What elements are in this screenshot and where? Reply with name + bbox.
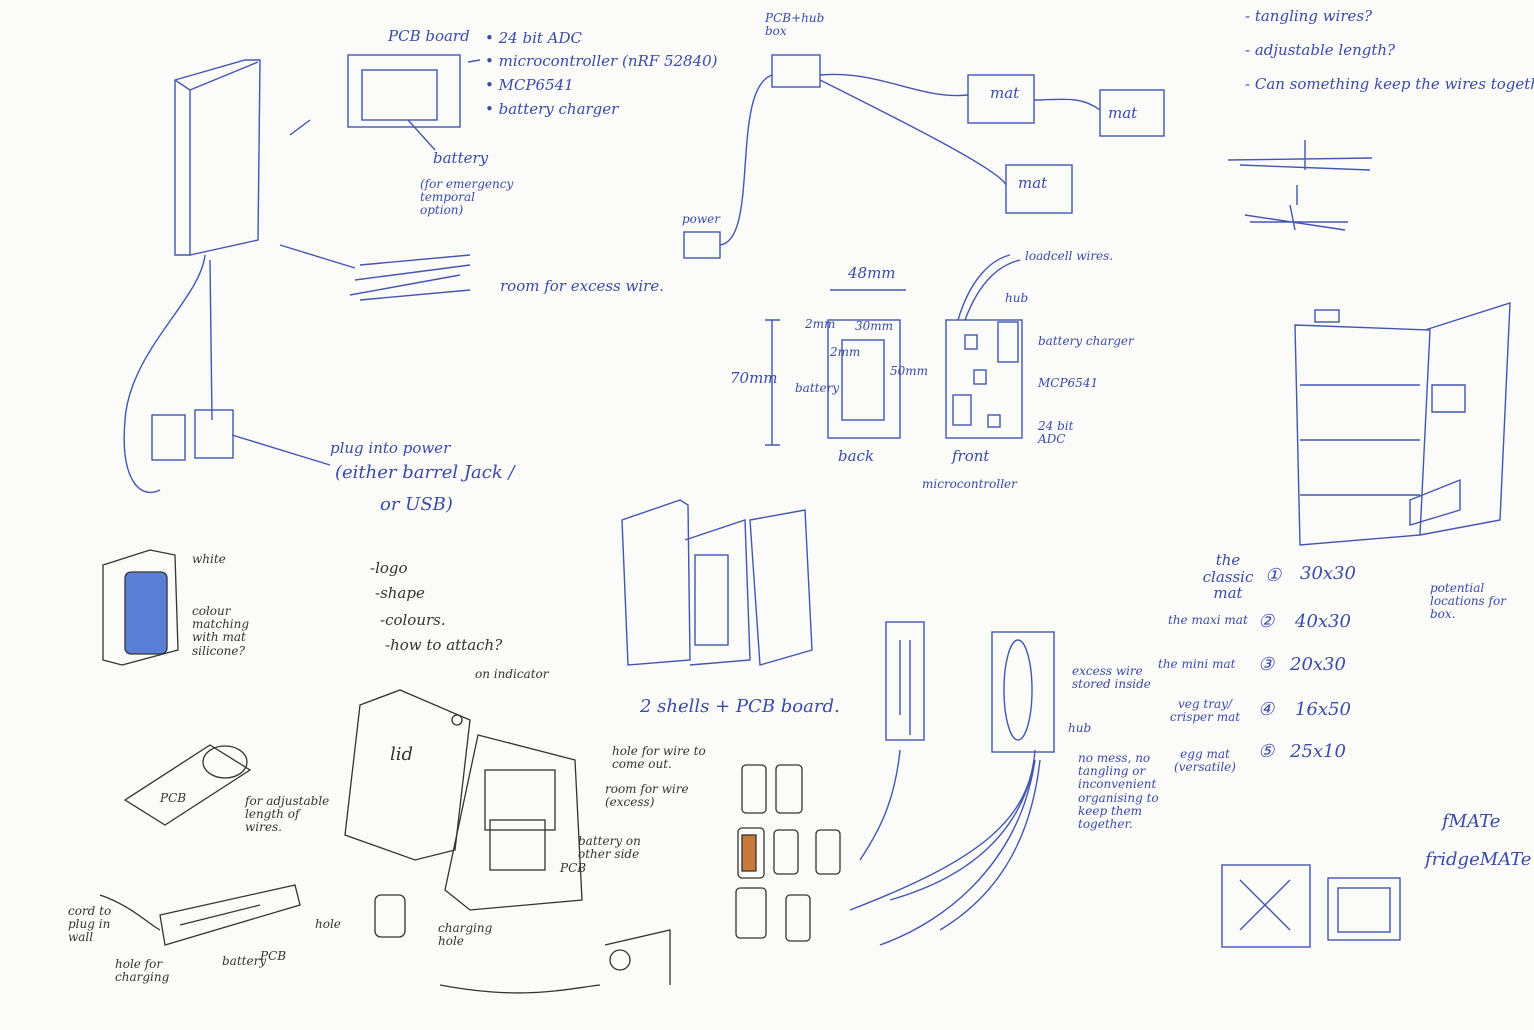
- excess-stored-label: excess wire stored inside: [1072, 664, 1151, 692]
- mat-size: 25x10: [1290, 741, 1346, 762]
- mat-label: mat: [1108, 104, 1138, 122]
- design-item: -colours.: [380, 611, 446, 629]
- no-mess-note: no mess, no tangling or inconvenient org…: [1078, 751, 1159, 831]
- charger-label: battery charger: [1038, 334, 1134, 348]
- cord-pcb-label: PCB: [260, 949, 287, 963]
- power-label: power: [682, 212, 721, 226]
- cord-battery-label: battery: [222, 954, 267, 968]
- battery-side-label: battery on other side: [578, 834, 641, 862]
- mat-name: the classic mat: [1202, 551, 1254, 602]
- hub-label: hub: [1068, 721, 1092, 735]
- indicator-label: on indicator: [475, 667, 549, 681]
- reel-pcb-label: PCB: [160, 791, 187, 805]
- cord-hole-label: hole: [315, 917, 341, 931]
- pcb-item: • battery charger: [485, 100, 619, 118]
- locations-label: potential locations for box.: [1430, 581, 1506, 622]
- battery-note: (for emergency temporal option): [420, 177, 514, 218]
- wire-hole-label: hole for wire to come out.: [612, 744, 706, 772]
- pcb-title: PCB board: [388, 27, 470, 45]
- plug-note: (either barrel Jack /: [335, 462, 515, 483]
- loadcell-label: loadcell wires.: [1025, 249, 1114, 263]
- mat-name: the mini mat: [1158, 657, 1236, 671]
- mat-squares-sketch: [1221, 864, 1401, 948]
- mat-size: 40x30: [1295, 611, 1351, 632]
- mat-name: egg mat (versatile): [1174, 747, 1236, 775]
- design-item: -how to attach?: [385, 636, 503, 654]
- dim-gap: 2mm: [830, 345, 861, 359]
- colour-box-sketch: [102, 549, 179, 666]
- battery-label: battery: [795, 381, 840, 395]
- dim-gap: 2mm: [805, 317, 836, 331]
- cord-label: cord to plug in wall: [68, 904, 112, 945]
- cases-sketch: [735, 764, 841, 942]
- design-item: -shape: [375, 584, 425, 602]
- wire-tangle-sketch: [1227, 140, 1373, 231]
- dim-inner-height: 50mm: [890, 364, 929, 378]
- plug-label: plug into power: [330, 439, 451, 457]
- pcb-label: PCB: [560, 861, 587, 875]
- hub-box-label: PCB+hub box: [765, 11, 825, 39]
- pcb-item: • 24 bit ADC: [485, 29, 583, 47]
- pcb-item: • microcontroller (nRF 52840): [485, 52, 718, 70]
- dimension-sketch: [765, 254, 1023, 446]
- lid-box-sketch: [344, 689, 671, 994]
- mcp-label: MCP6541: [1038, 376, 1099, 390]
- back-label: back: [838, 447, 875, 465]
- charge-hole-label: hole for charging: [115, 957, 170, 985]
- name-option: fridgeMATe: [1425, 849, 1532, 870]
- mat-label: mat: [1018, 174, 1048, 192]
- mat-label: mat: [990, 84, 1020, 102]
- shells-label: 2 shells + PCB board.: [640, 696, 840, 717]
- design-item: -logo: [370, 559, 408, 577]
- mat-num: ⑤: [1258, 741, 1275, 762]
- adc-label: 24 bit ADC: [1038, 419, 1074, 447]
- lid-label: lid: [390, 744, 414, 765]
- microcontroller-label: microcontroller: [922, 477, 1017, 491]
- dim-height: 70mm: [730, 369, 778, 387]
- mat-name: the maxi mat: [1168, 613, 1248, 627]
- mat-locations-sketch: [1294, 302, 1511, 546]
- mat-num: ③: [1258, 654, 1275, 675]
- question: - tangling wires?: [1245, 7, 1373, 25]
- tall-box-sketch: [123, 59, 471, 494]
- dim-width: 48mm: [848, 264, 896, 282]
- mat-size: 30x30: [1300, 563, 1356, 584]
- pcb-board-sketch: [347, 54, 481, 151]
- question: - Can something keep the wires together?: [1245, 75, 1534, 93]
- mat-num: ④: [1258, 699, 1275, 720]
- excess-wire-label: room for excess wire.: [500, 277, 664, 295]
- colour-note: colour matching with mat silicone?: [192, 604, 250, 658]
- cord-box-sketch: [99, 884, 301, 946]
- battery-label: battery: [433, 149, 489, 167]
- shells-sketch: [621, 499, 813, 666]
- dim-inner-width: 30mm: [855, 319, 894, 333]
- hub-sketch: [849, 621, 1055, 946]
- mat-num: ②: [1258, 611, 1275, 632]
- plug-note-2: or USB): [380, 494, 453, 515]
- mat-num: ①: [1265, 565, 1282, 586]
- wire-room-label: room for wire (excess): [605, 782, 689, 810]
- reel-sketch: [123, 744, 252, 826]
- hub-label: hub: [1005, 291, 1029, 305]
- mat-size: 16x50: [1295, 699, 1351, 720]
- network-sketch: [683, 54, 1165, 259]
- reel-note: for adjustable length of wires.: [245, 794, 330, 835]
- charging-hole-label: charging hole: [438, 921, 493, 949]
- question: - adjustable length?: [1245, 41, 1396, 59]
- mat-size: 20x30: [1290, 654, 1346, 675]
- front-label: front: [952, 447, 990, 465]
- name-option: fMATe: [1442, 811, 1501, 832]
- pcb-item: • MCP6541: [485, 76, 574, 94]
- white-label: white: [192, 552, 226, 566]
- mat-name: veg tray/ crisper mat: [1169, 697, 1241, 725]
